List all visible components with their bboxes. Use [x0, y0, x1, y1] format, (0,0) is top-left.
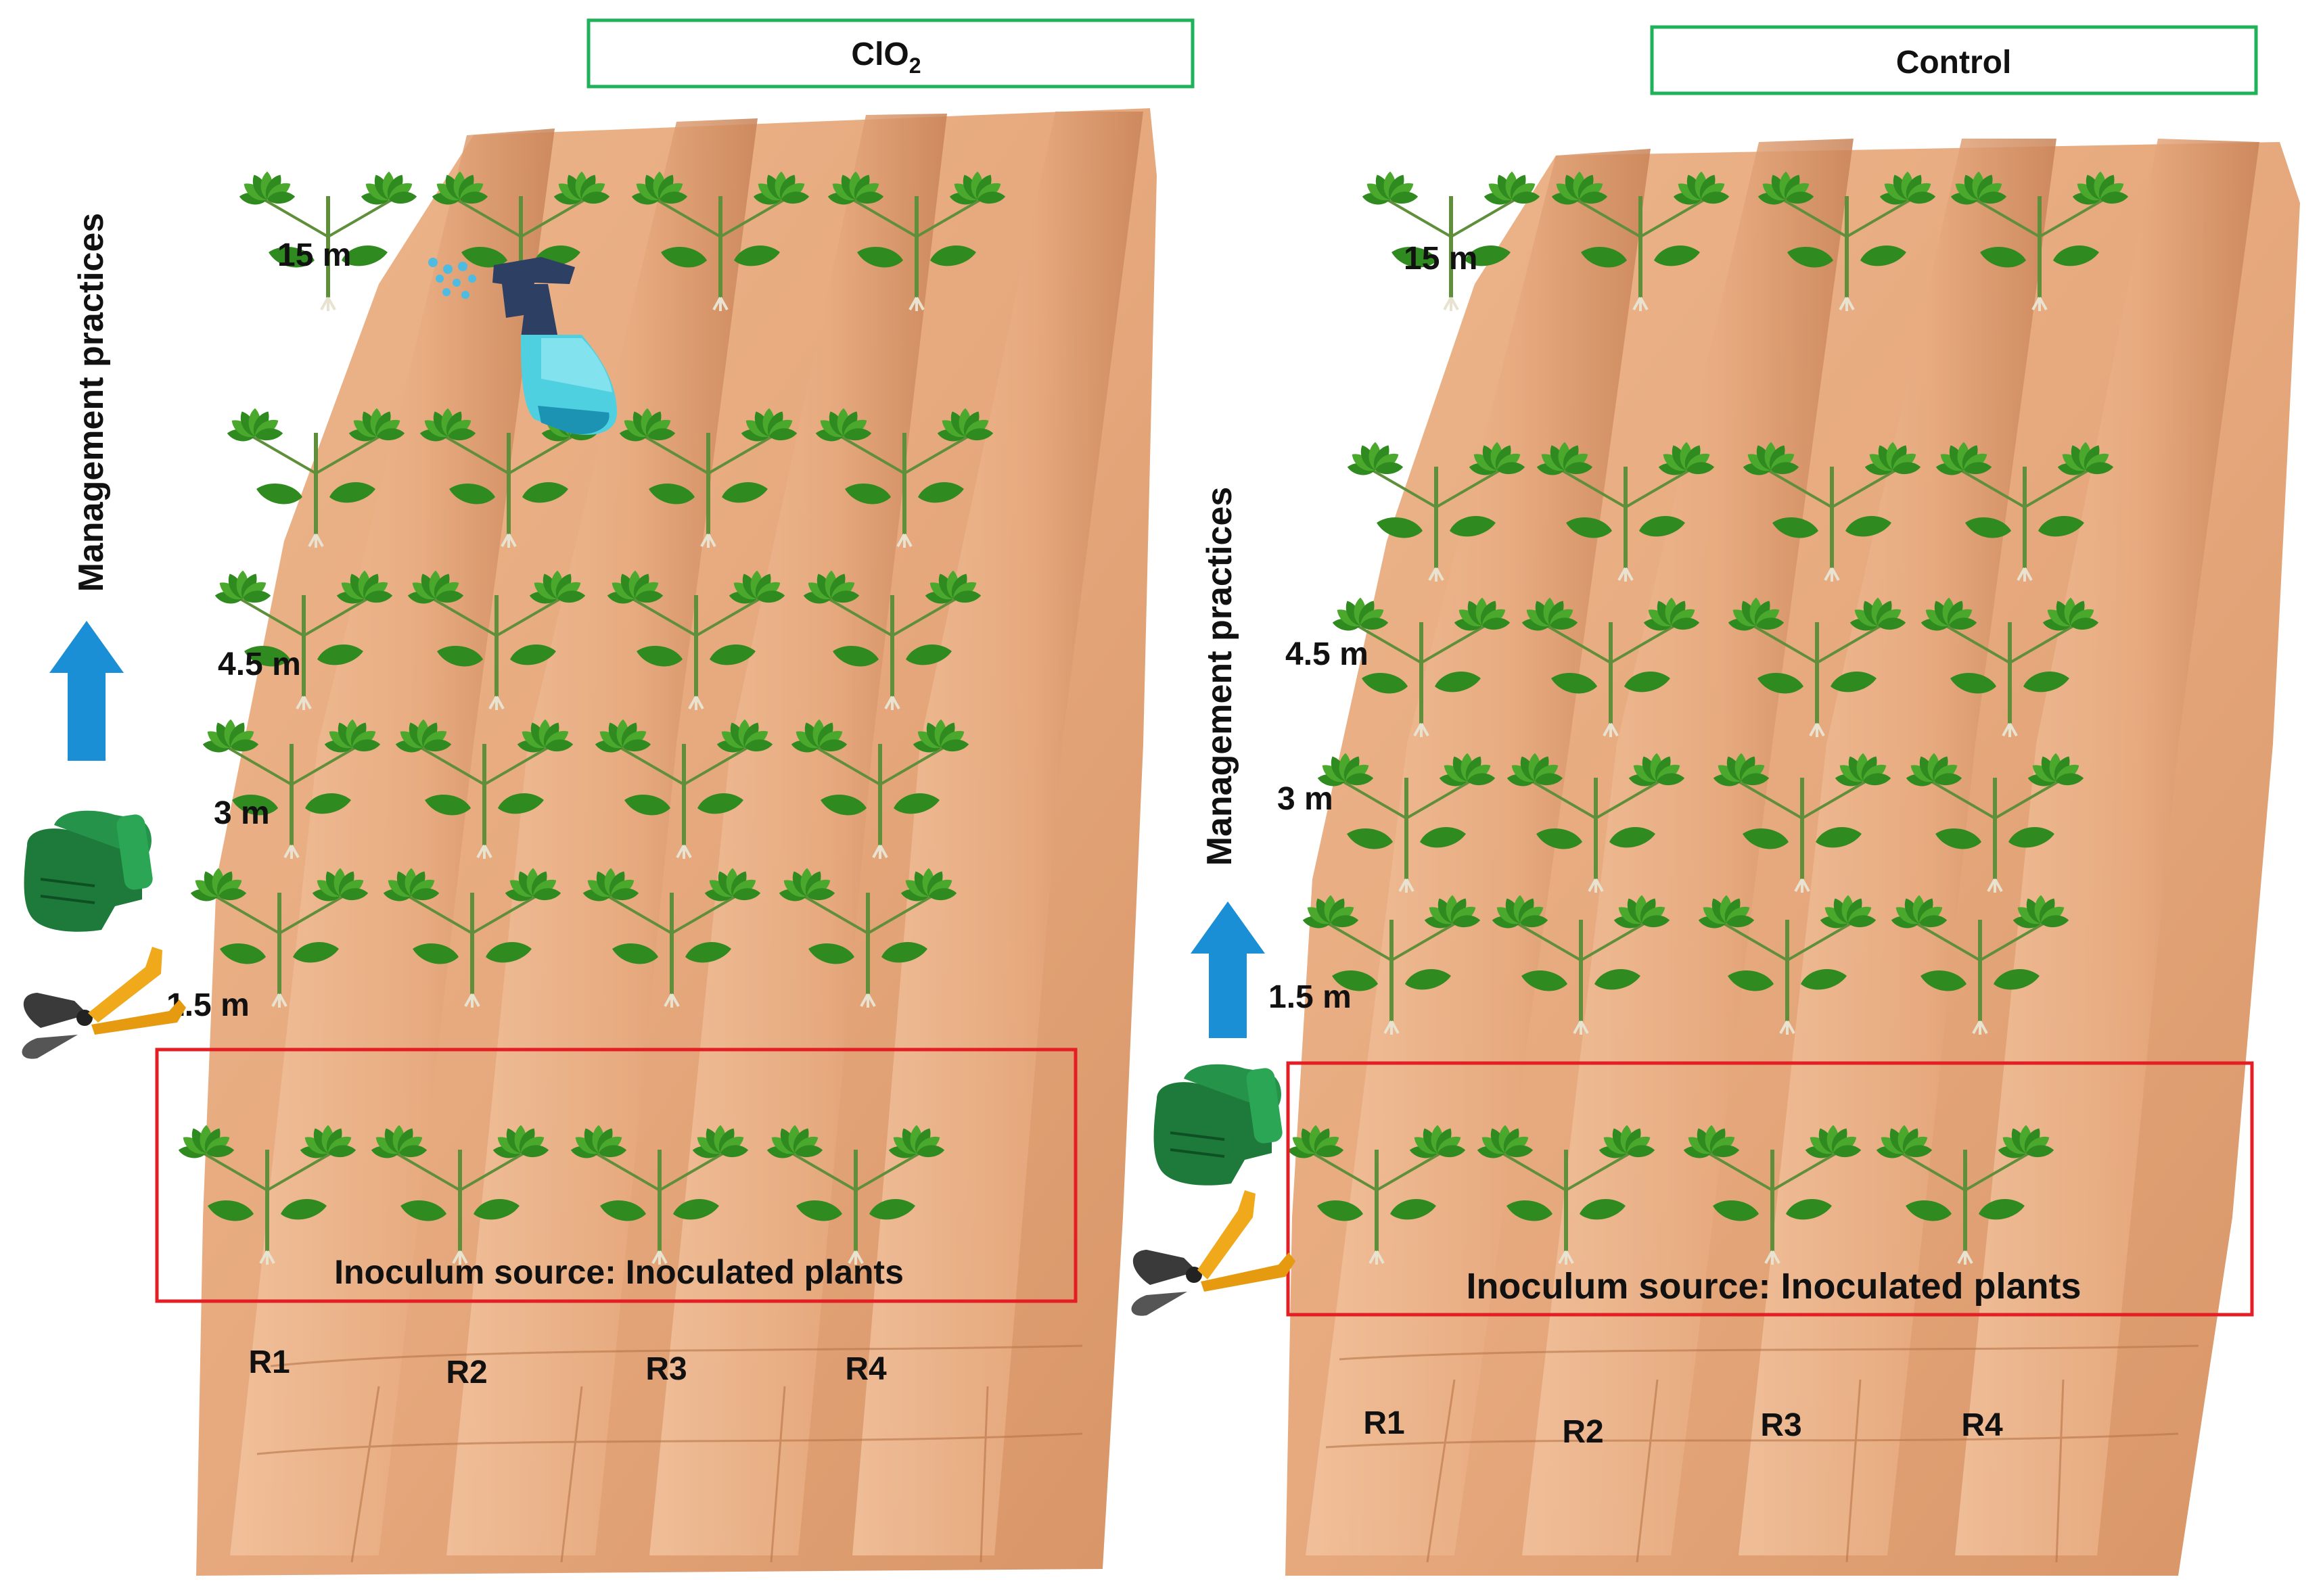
row-label-r1: R1	[1363, 1405, 1404, 1441]
up-arrow-icon	[49, 621, 124, 761]
row-label-r3: R3	[1760, 1407, 1801, 1443]
management-practices-label: Management practices	[72, 213, 111, 592]
tomato-plant-icon	[371, 1125, 549, 1265]
tomato-plant-icon	[815, 408, 994, 548]
management-practices-label: Management practices	[1200, 487, 1239, 866]
tomato-plant-icon	[1506, 753, 1685, 893]
furrow-lines	[1325, 1344, 2199, 1563]
gloves-icon	[24, 810, 153, 932]
tomato-plant-icon	[1950, 171, 2129, 311]
row-label-r4: R4	[845, 1351, 887, 1387]
tomato-plant-icon	[1492, 895, 1670, 1035]
title-clo2-subscript: 2	[909, 53, 921, 78]
tomato-plant-icon	[1891, 895, 2069, 1035]
tomato-plant-icon	[1683, 1125, 1862, 1265]
tomato-plant-icon	[1876, 1125, 2054, 1265]
plant-grid-clo2	[178, 171, 1006, 1265]
distance-label-15m: 15 m	[277, 237, 351, 273]
svg-text:ClO2: ClO2	[851, 37, 921, 78]
tomato-plant-icon	[395, 719, 574, 859]
tomato-plant-icon	[803, 570, 982, 710]
tomato-plant-icon	[827, 171, 1006, 311]
pruning-shears-icon	[1131, 1190, 1295, 1316]
tomato-plant-icon	[1713, 753, 1891, 893]
tomato-plant-icon	[1332, 597, 1511, 737]
tomato-plant-icon	[631, 171, 810, 311]
row-label-r3: R3	[645, 1351, 687, 1387]
tomato-plant-icon	[383, 868, 561, 1008]
tomato-plant-icon	[1477, 1125, 1655, 1265]
row-label-r2: R2	[446, 1355, 487, 1390]
tomato-plant-icon	[1287, 1125, 1466, 1265]
tomato-plant-icon	[570, 1125, 749, 1265]
tomato-plant-icon	[1317, 753, 1496, 893]
tomato-plant-icon	[1302, 895, 1481, 1035]
distance-label-3m: 3 m	[1277, 781, 1333, 817]
distance-label-4.5m: 4.5 m	[218, 647, 301, 682]
inoculum-label: Inoculum source: Inoculated plants	[334, 1253, 904, 1291]
row-label-r4: R4	[1961, 1407, 2003, 1443]
row-label-r2: R2	[1562, 1414, 1603, 1450]
tomato-plant-icon	[1521, 597, 1700, 737]
tomato-plant-icon	[1743, 442, 1921, 582]
distance-label-15m: 15 m	[1404, 241, 1477, 277]
tomato-plant-icon	[766, 1125, 945, 1265]
tomato-plant-icon	[1757, 171, 1936, 311]
tomato-plant-icon	[791, 719, 969, 859]
tomato-plant-icon	[1347, 442, 1525, 582]
distance-label-3m: 3 m	[214, 795, 270, 831]
tomato-plant-icon	[202, 719, 381, 859]
tomato-plant-icon	[214, 570, 393, 710]
tomato-plant-icon	[1698, 895, 1877, 1035]
tomato-plant-icon	[582, 868, 761, 1008]
tomato-plant-icon	[178, 1125, 356, 1265]
inoculum-label: Inoculum source: Inoculated plants	[1466, 1266, 2081, 1307]
tomato-plant-icon	[227, 408, 405, 548]
tomato-plant-icon	[595, 719, 773, 859]
tomato-plant-icon	[1920, 597, 2099, 737]
furrow-lines	[256, 1344, 1083, 1563]
tomato-plant-icon	[607, 570, 785, 710]
tomato-plant-icon	[190, 868, 369, 1008]
tomato-plant-icon	[1728, 597, 1906, 737]
pruning-shears-icon	[22, 947, 186, 1059]
tomato-plant-icon	[1935, 442, 2114, 582]
panel-control	[1285, 139, 2300, 1576]
title-box-control: Control	[1650, 25, 2258, 95]
panel-clo2	[178, 108, 1157, 1576]
tomato-plant-icon	[1536, 442, 1715, 582]
up-arrow-icon	[1191, 901, 1265, 1038]
tomato-plant-icon	[239, 171, 417, 311]
tomato-plant-icon	[1551, 171, 1730, 311]
tomato-plant-icon	[619, 408, 798, 548]
tomato-plant-icon	[407, 570, 586, 710]
plant-grid-control	[1287, 171, 2129, 1265]
tomato-plant-icon	[1362, 171, 1540, 311]
distance-label-4.5m: 4.5 m	[1285, 636, 1368, 672]
title-control: Control	[1896, 45, 2012, 80]
gloves-icon	[1153, 1064, 1283, 1186]
spray-bottle-icon	[428, 257, 617, 435]
title-clo2: ClO	[851, 37, 908, 72]
inoculum-zone-box	[155, 1048, 1078, 1303]
tomato-plant-icon	[432, 171, 610, 311]
tomato-plant-icon	[779, 868, 957, 1008]
distance-label-1.5m: 1.5 m	[1268, 979, 1352, 1015]
tomato-plant-icon	[1906, 753, 2084, 893]
row-label-r1: R1	[248, 1344, 290, 1380]
title-box-clo2: ClO2	[586, 18, 1195, 89]
inoculum-zone-box	[1286, 1061, 2254, 1317]
